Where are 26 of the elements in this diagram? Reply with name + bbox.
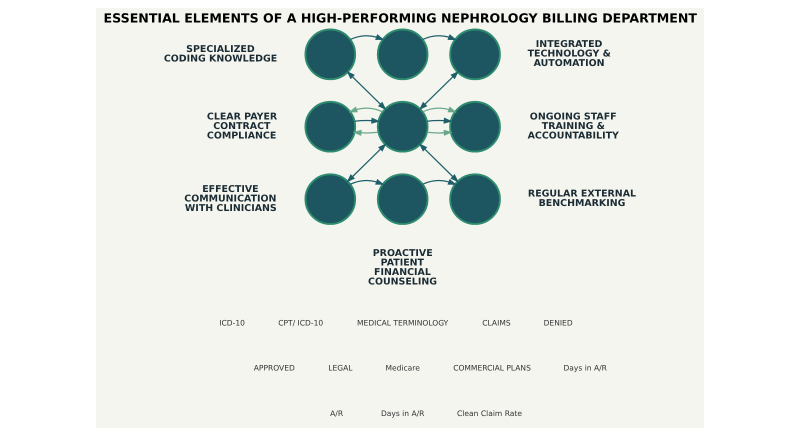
node-label: SPECIALIZED CODING KNOWLEDGE — [163, 44, 277, 64]
arrow — [426, 130, 452, 136]
arrow — [422, 106, 456, 112]
arrow — [352, 130, 378, 136]
arrow — [418, 143, 458, 183]
node-circle — [376, 28, 428, 80]
arrow — [350, 34, 384, 40]
arrow — [346, 70, 386, 110]
node-label: REGULAR EXTERNAL BENCHMARKING — [527, 188, 636, 210]
arrow — [354, 118, 380, 124]
node-circle — [376, 173, 428, 225]
arrow — [426, 118, 452, 124]
node-label: INTEGRATED TECHNOLOGY & AUTOMATION — [527, 39, 610, 69]
node-label: CLEAR PAYER CONTRACT COMPLIANCE — [206, 112, 277, 142]
arrow — [346, 143, 386, 183]
arrow — [418, 70, 458, 110]
node-label: EFFECTIVE COMMUNICATION WITH CLINICIANS — [184, 184, 276, 214]
node-label: ONGOING STAFF TRAINING & ACCOUNTABILITY — [527, 112, 618, 142]
arrow — [422, 178, 456, 185]
diagram-title: ESSENTIAL ELEMENTS OF A HIGH-PERFORMING NEPHROLOGY BILLING DEPARTMENT — [103, 10, 697, 26]
node-circle — [448, 100, 500, 153]
node-label: PROACTIVE PATIENT FINANCIAL COUNSELING — [368, 248, 436, 288]
arrow — [422, 34, 456, 40]
arrow — [348, 106, 382, 112]
node-circle — [304, 100, 356, 153]
arrow — [350, 178, 384, 185]
